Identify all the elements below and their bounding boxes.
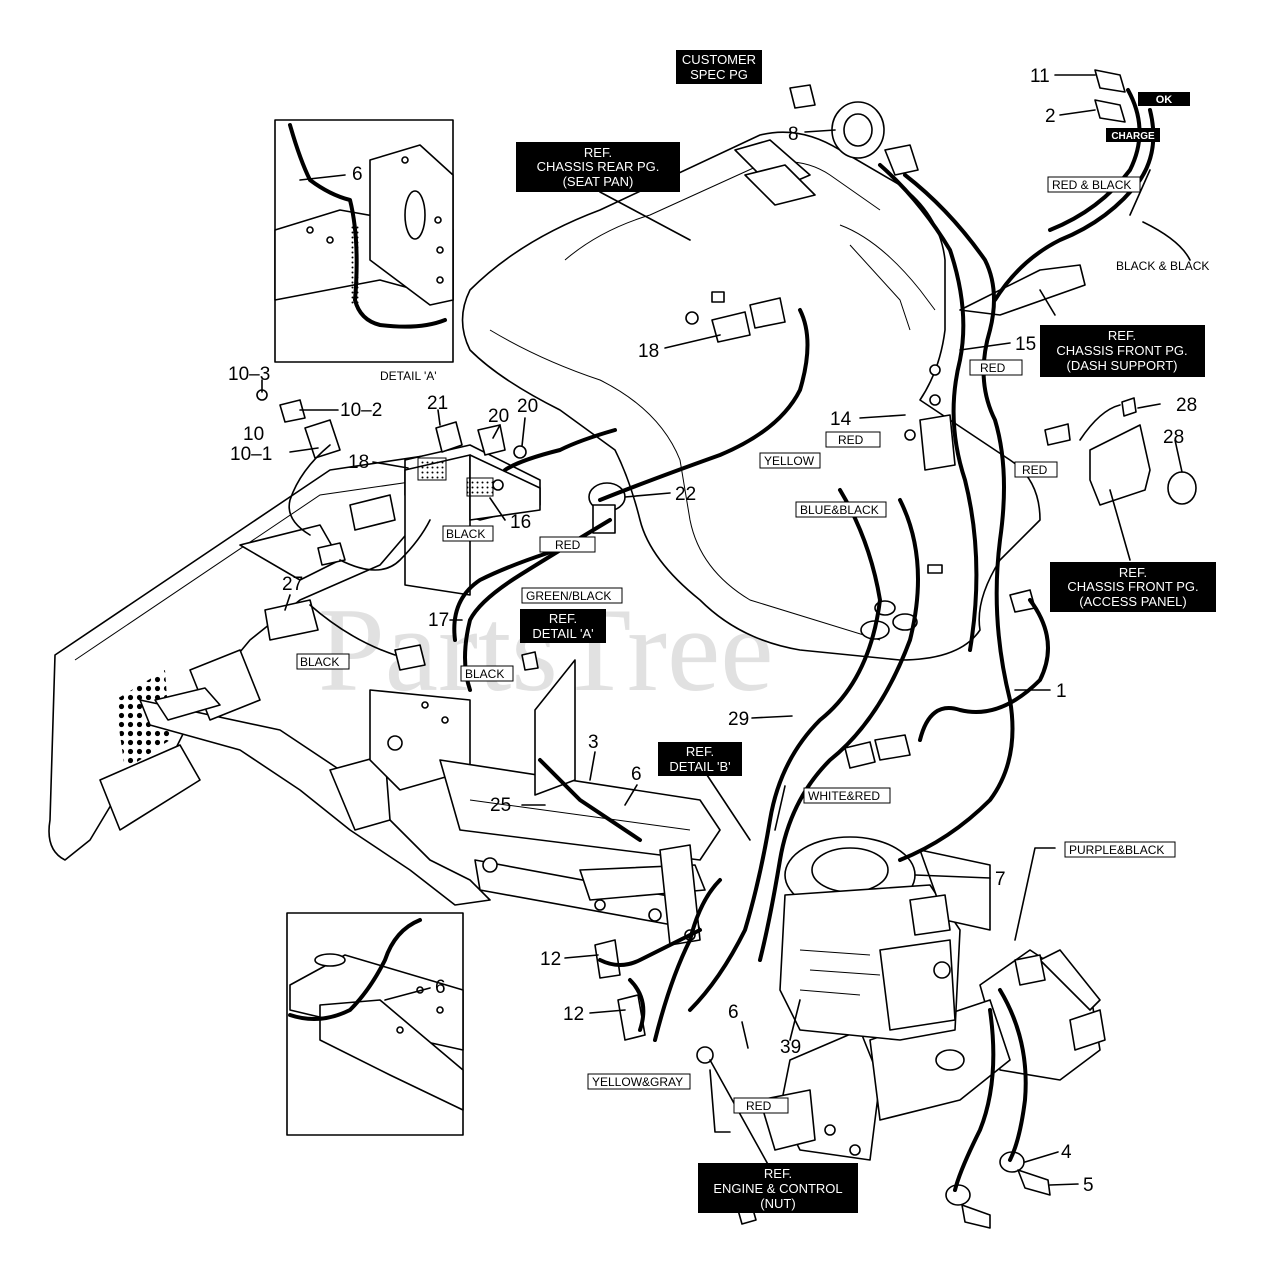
wire-harness <box>288 88 1156 1192</box>
part-18: 18 <box>348 452 369 473</box>
svg-text:(NUT): (NUT) <box>760 1196 795 1211</box>
svg-text:(DASH SUPPORT): (DASH SUPPORT) <box>1067 358 1178 373</box>
ref-detail-a: REF. DETAIL 'A' <box>520 609 606 643</box>
svg-text:REF.: REF. <box>584 145 612 160</box>
part-4: 4 <box>1061 1142 1072 1163</box>
ref-chassis-front-dash: REF. CHASSIS FRONT PG. (DASH SUPPORT) <box>1040 325 1205 377</box>
wire-label-red-15: RED <box>980 361 1006 375</box>
wire-label-black-black: BLACK & BLACK <box>1116 259 1209 273</box>
part-2: 2 <box>1045 106 1056 127</box>
detail-b-inset <box>286 912 464 1136</box>
part-16: 16 <box>510 512 531 533</box>
svg-text:ENGINE & CONTROL: ENGINE & CONTROL <box>713 1181 842 1196</box>
part-10-1: 10–1 <box>230 444 272 465</box>
svg-text:(SEAT PAN): (SEAT PAN) <box>563 174 634 189</box>
ref-customer-spec: CUSTOMER SPEC PG <box>676 50 762 84</box>
part-20-b: 20 <box>517 396 538 417</box>
part-1: 1 <box>1056 681 1067 702</box>
part-39: 39 <box>780 1037 801 1058</box>
part-25: 25 <box>490 795 511 816</box>
part-21: 21 <box>427 393 448 414</box>
part-27: 27 <box>282 574 303 595</box>
wire-label-yellow-gray: YELLOW&GRAY <box>592 1075 683 1089</box>
wire-label-black-27: BLACK <box>300 655 339 669</box>
wire-label-blue-black: BLUE&BLACK <box>800 503 879 517</box>
ref-chassis-front-access: REF. CHASSIS FRONT PG. (ACCESS PANEL) <box>1050 562 1216 612</box>
wire-label-red-16: RED <box>555 538 581 552</box>
part-28-top: 28 <box>1176 395 1197 416</box>
part-10: 10 <box>243 424 264 445</box>
part-18-seat-switch: 18 <box>638 341 659 362</box>
part-12-b: 12 <box>563 1004 584 1025</box>
wire-label-red-black: RED & BLACK <box>1052 178 1131 192</box>
svg-text:REF.: REF. <box>1119 565 1147 580</box>
svg-text:CHASSIS FRONT PG.: CHASSIS FRONT PG. <box>1067 579 1198 594</box>
svg-text:DETAIL 'B': DETAIL 'B' <box>669 759 730 774</box>
svg-text:CHASSIS FRONT PG.: CHASSIS FRONT PG. <box>1056 343 1187 358</box>
wire-color-labels: RED & BLACK BLACK & BLACK RED RED YELLOW… <box>296 176 1209 1114</box>
ref-detail-b: REF. DETAIL 'B' <box>658 742 742 776</box>
part-5: 5 <box>1083 1175 1094 1196</box>
part-number-callouts: 11 2 8 6 18 15 14 28 28 10–3 10–2 10 10–… <box>228 66 1197 1196</box>
reference-labels: CUSTOMER SPEC PG REF. CHASSIS REAR PG. (… <box>516 50 1216 1213</box>
svg-text:REF.: REF. <box>686 744 714 759</box>
svg-text:SPEC PG: SPEC PG <box>690 67 748 82</box>
wire-label-black-17: BLACK <box>465 667 504 681</box>
svg-text:REF.: REF. <box>1108 328 1136 343</box>
part-10-3: 10–3 <box>228 364 270 385</box>
part-28: 28 <box>1163 427 1184 448</box>
wire-label-red-14: RED <box>838 433 864 447</box>
charge-indicator-tag <box>1106 128 1160 142</box>
seat-pan-fender <box>461 131 1041 661</box>
wire-label-red-right: RED <box>1022 463 1048 477</box>
part-22: 22 <box>675 484 696 505</box>
electrical-components <box>256 69 1197 1229</box>
part-6-bottom: 6 <box>728 1002 739 1023</box>
detail-a-inset: DETAIL 'A' <box>274 119 454 383</box>
part-6-detail-b: 6 <box>435 977 446 998</box>
wire-label-white-red: WHITE&RED <box>808 789 880 803</box>
part-15: 15 <box>1015 334 1036 355</box>
part-17: 17 <box>428 610 449 631</box>
ref-engine-control: REF. ENGINE & CONTROL (NUT) <box>698 1163 858 1213</box>
part-20-a: 20 <box>488 406 509 427</box>
wire-label-red-bottom: RED <box>746 1099 772 1113</box>
part-11: 11 <box>1030 66 1050 87</box>
ok-indicator-label: OK <box>1156 94 1173 106</box>
svg-text:(ACCESS PANEL): (ACCESS PANEL) <box>1079 594 1186 609</box>
rear-frame-bracket <box>759 949 1106 1161</box>
part-6-detail-a: 6 <box>352 164 363 185</box>
wire-label-purple-black: PURPLE&BLACK <box>1069 843 1164 857</box>
part-10-2: 10–2 <box>340 400 382 421</box>
ok-indicator-tag <box>1138 92 1190 106</box>
ref-chassis-rear: REF. CHASSIS REAR PG. (SEAT PAN) <box>516 142 680 192</box>
chassis-frame <box>48 454 721 946</box>
svg-text:DETAIL 'A': DETAIL 'A' <box>532 626 593 641</box>
wire-label-green-black: GREEN/BLACK <box>526 589 611 603</box>
wire-label-yellow: YELLOW <box>764 454 815 468</box>
wire-label-black-16: BLACK <box>446 527 485 541</box>
part-8: 8 <box>788 124 799 145</box>
svg-text:REF.: REF. <box>549 611 577 626</box>
engine <box>779 836 991 1041</box>
part-29: 29 <box>728 709 749 730</box>
part-3: 3 <box>588 732 599 753</box>
detail-a-caption: DETAIL 'A' <box>380 369 437 383</box>
svg-text:REF.: REF. <box>764 1166 792 1181</box>
part-12-a: 12 <box>540 949 561 970</box>
svg-text:CHASSIS REAR PG.: CHASSIS REAR PG. <box>537 159 660 174</box>
svg-text:CUSTOMER: CUSTOMER <box>682 52 756 67</box>
part-14: 14 <box>830 409 852 430</box>
charge-indicator-label: CHARGE <box>1111 131 1155 142</box>
part-6-mid: 6 <box>631 764 642 785</box>
part-7: 7 <box>995 869 1006 890</box>
